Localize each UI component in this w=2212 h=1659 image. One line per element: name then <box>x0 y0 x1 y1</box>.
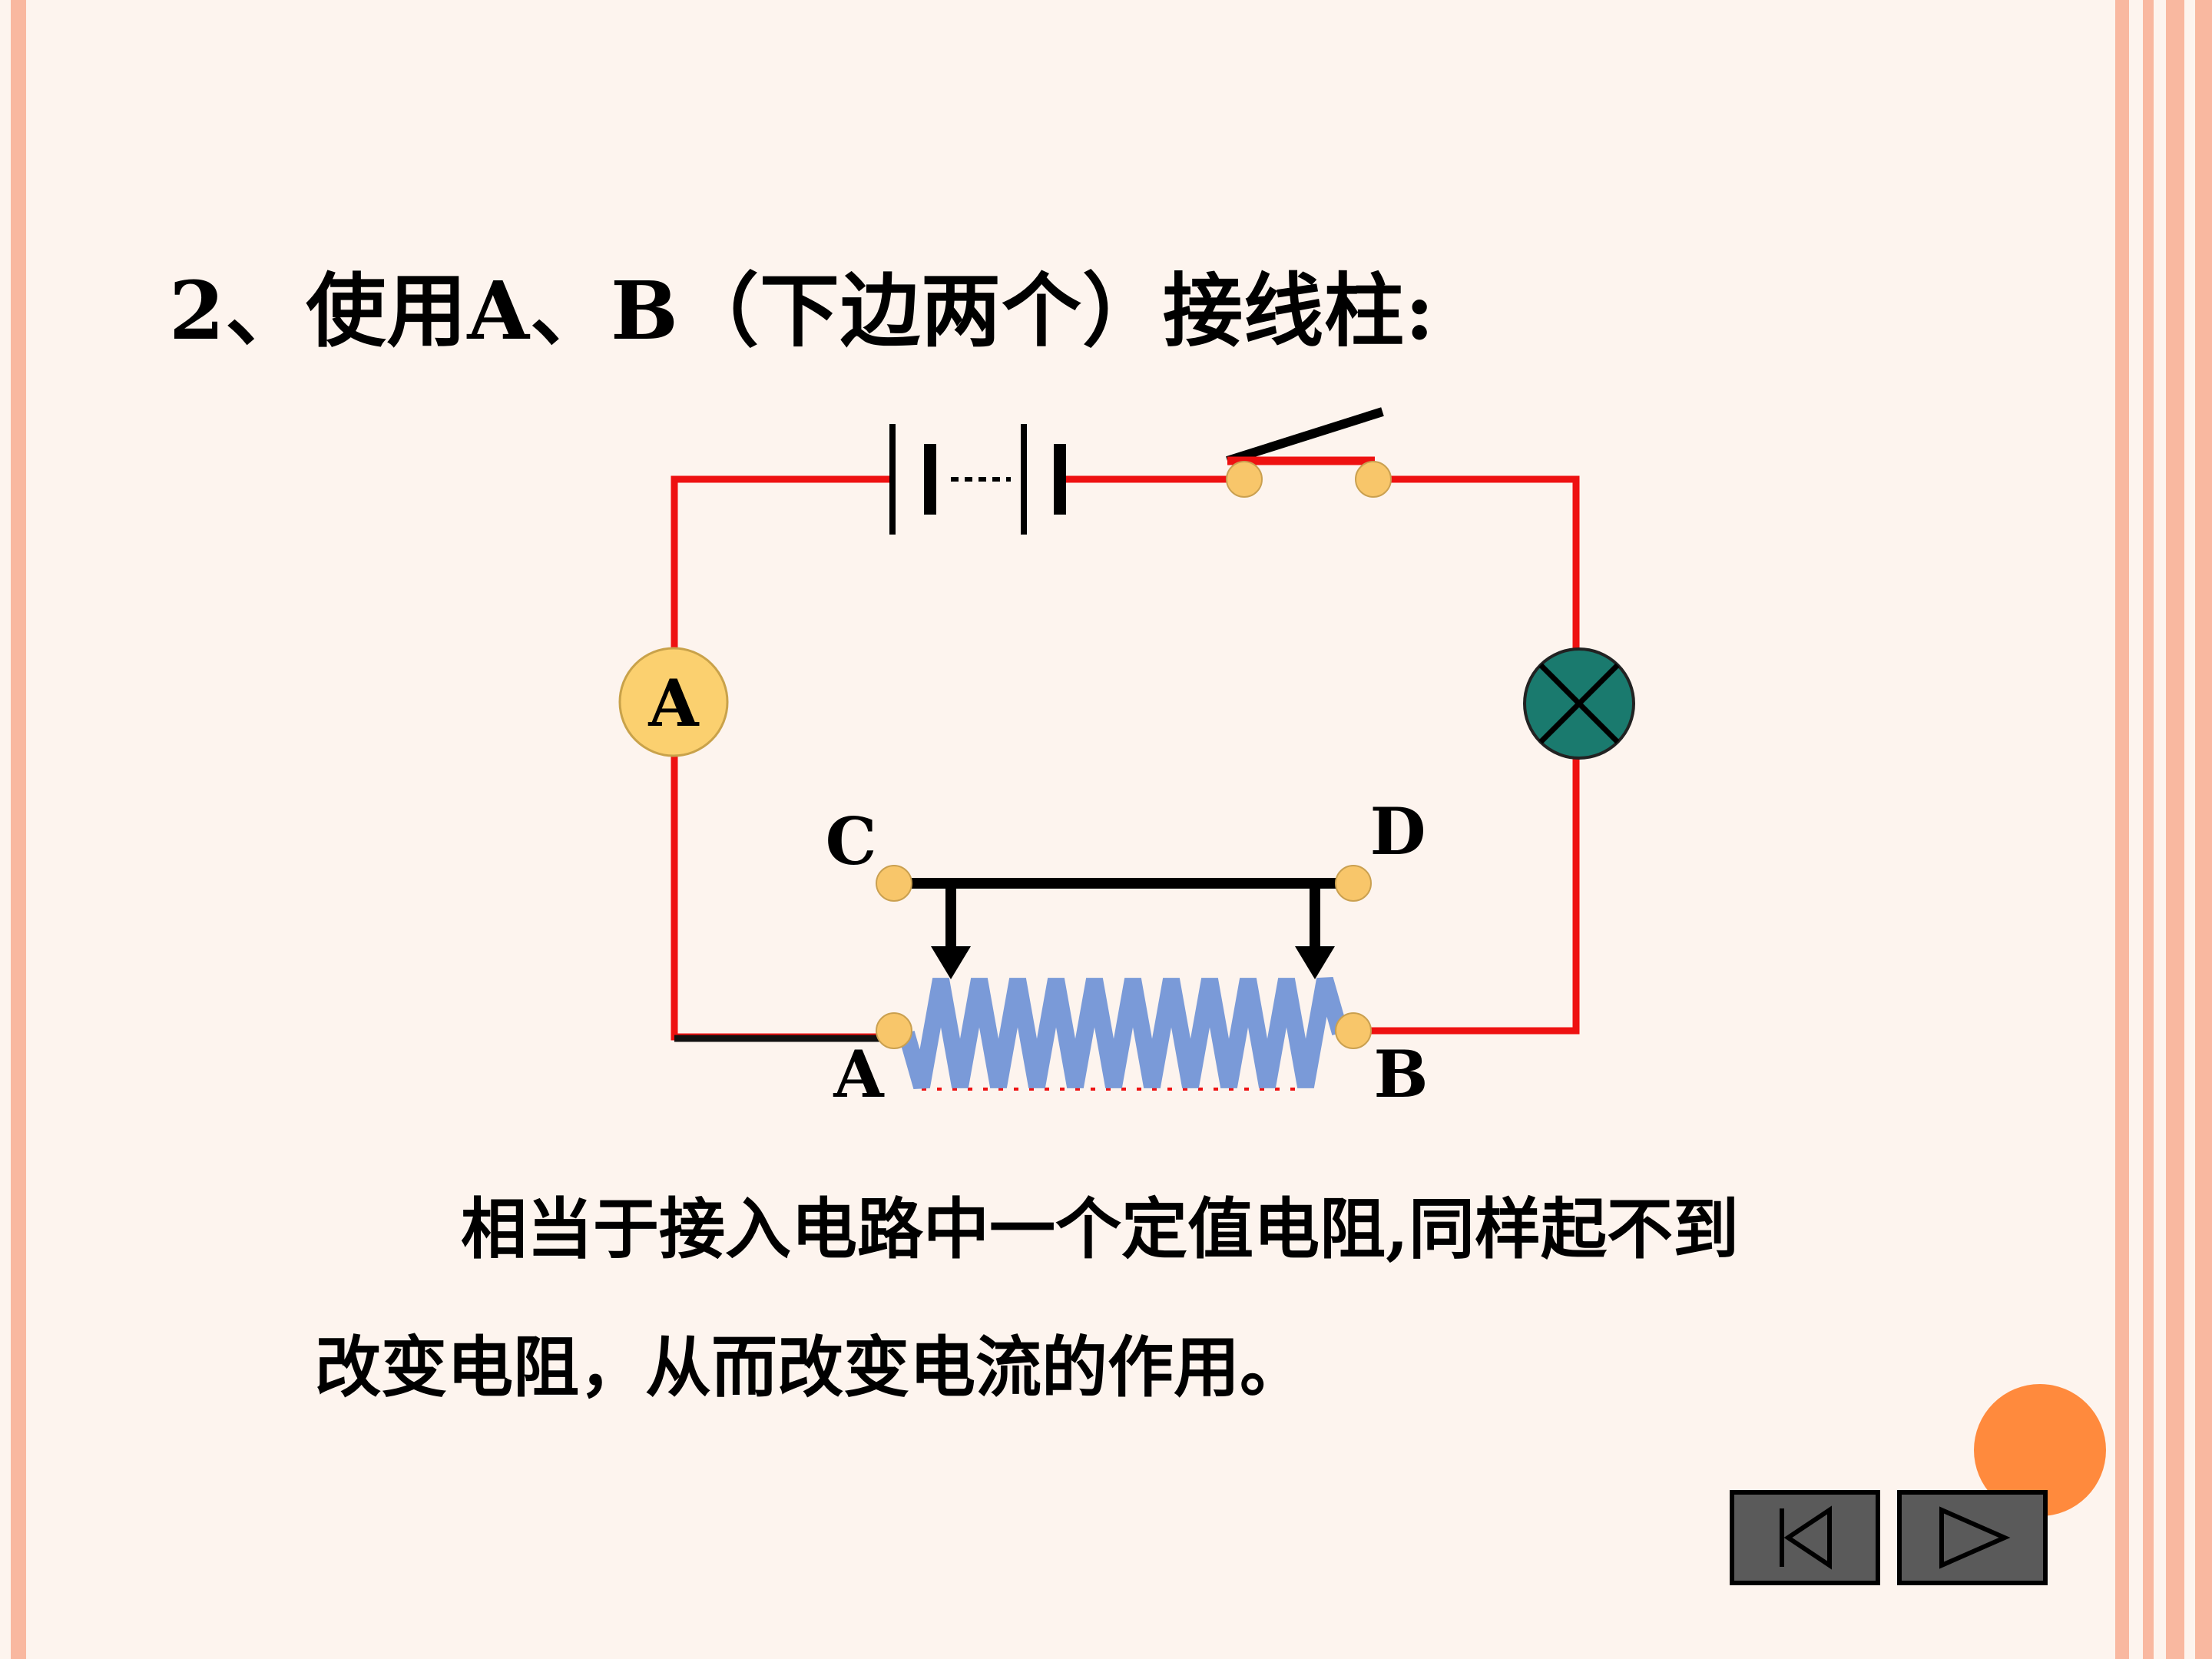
terminal-c <box>876 865 912 902</box>
right-stripe-1 <box>2115 0 2129 1659</box>
first-slide-button[interactable] <box>1730 1490 1880 1585</box>
terminal-d <box>1335 865 1372 902</box>
left-stripe <box>11 0 26 1659</box>
terminal-label-d: D <box>1370 793 1426 869</box>
right-stripe-4 <box>2195 0 2212 1659</box>
explanation-line-1: 相当于接入电路中一个定值电阻,同样起不到 <box>461 1190 1739 1268</box>
terminal-b <box>1335 1012 1372 1049</box>
right-stripe-2 <box>2143 0 2154 1659</box>
ammeter-label: A <box>647 665 700 741</box>
next-slide-button[interactable] <box>1897 1490 2048 1585</box>
terminal-a <box>876 1012 912 1049</box>
terminal-label-c: C <box>826 803 877 879</box>
terminal-label-a: A <box>833 1036 885 1112</box>
skip-to-start-icon <box>1780 1505 1832 1570</box>
ammeter-icon: A <box>618 647 729 757</box>
right-stripe-3 <box>2166 0 2184 1659</box>
explanation-line-2: 改变电阻，从而改变电流的作用。 <box>315 1329 1306 1406</box>
battery-icon <box>889 424 1066 535</box>
lamp-icon <box>1523 647 1635 760</box>
circuit-wires <box>671 475 1580 1041</box>
slider-bar <box>894 878 1353 979</box>
rheostat-icon <box>898 976 1349 1091</box>
decorative-orange-circle <box>1974 1384 2106 1516</box>
switch-icon <box>1226 407 1392 498</box>
terminal-label-b: B <box>1374 1036 1429 1112</box>
play-next-icon <box>1939 1506 2011 1569</box>
slide-title: 2、使用A、B（下边两个）接线柱: <box>169 263 1435 358</box>
